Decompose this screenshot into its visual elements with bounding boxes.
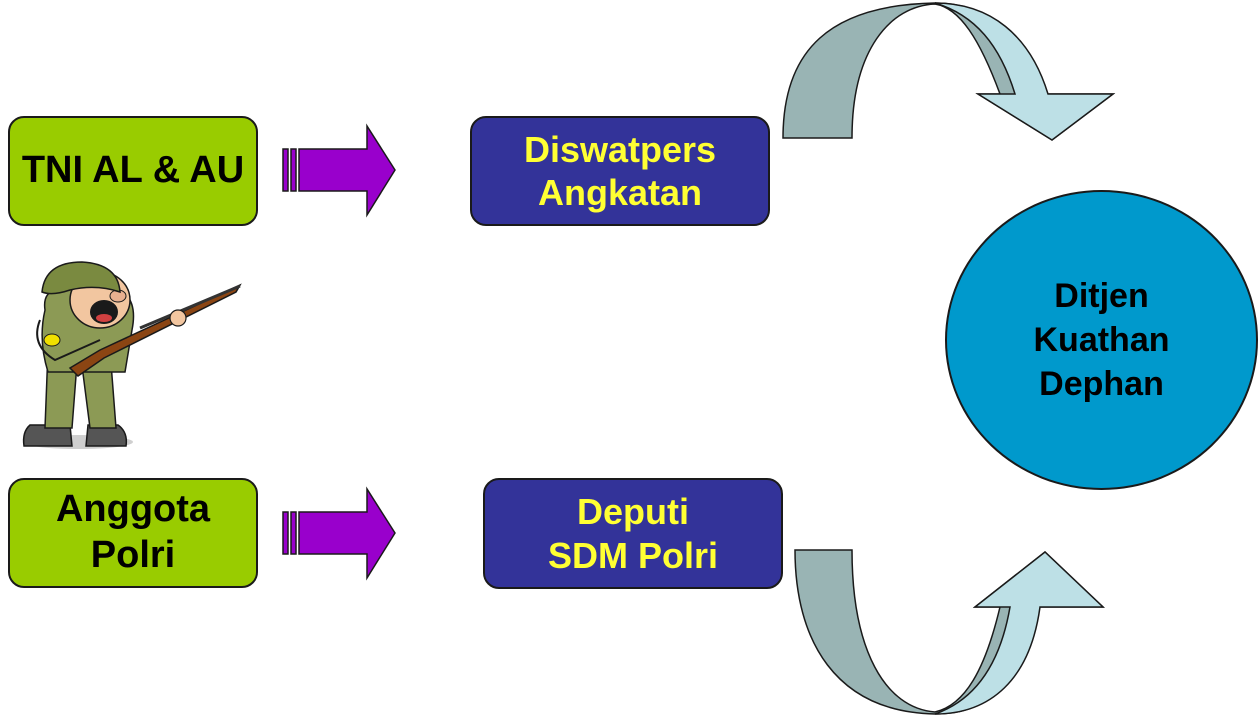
office-box-diswatpers: Diswatpers Angkatan bbox=[470, 116, 770, 226]
soldier-illustration bbox=[22, 261, 242, 449]
curved-arrow-bottom bbox=[794, 549, 1105, 715]
office-label-deputi-line2: SDM Polri bbox=[547, 534, 718, 576]
straight-arrow-top bbox=[282, 123, 396, 218]
office-label-diswatpers-line2: Angkatan bbox=[537, 172, 703, 213]
target-label-line2: Kuathan bbox=[1033, 320, 1170, 359]
curved-arrow-top bbox=[782, 2, 1116, 141]
source-label-polri-line2: Polri bbox=[90, 534, 176, 576]
office-label-deputi-line1: Deputi bbox=[577, 491, 689, 533]
target-label-line3: Dephan bbox=[1039, 365, 1164, 404]
straight-arrow-bottom bbox=[282, 486, 396, 581]
office-label-diswatpers-line1: Diswatpers bbox=[523, 128, 717, 170]
target-label-line1: Ditjen bbox=[1054, 276, 1149, 315]
target-circle: Ditjen Kuathan Dephan bbox=[945, 190, 1258, 490]
source-label-tni: TNI AL & AU bbox=[21, 149, 245, 192]
source-box-polri: Anggota Polri bbox=[8, 478, 258, 588]
source-label-polri-line1: Anggota bbox=[55, 488, 211, 531]
source-box-tni: TNI AL & AU bbox=[8, 116, 258, 226]
office-box-deputi: Deputi SDM Polri bbox=[483, 478, 783, 589]
